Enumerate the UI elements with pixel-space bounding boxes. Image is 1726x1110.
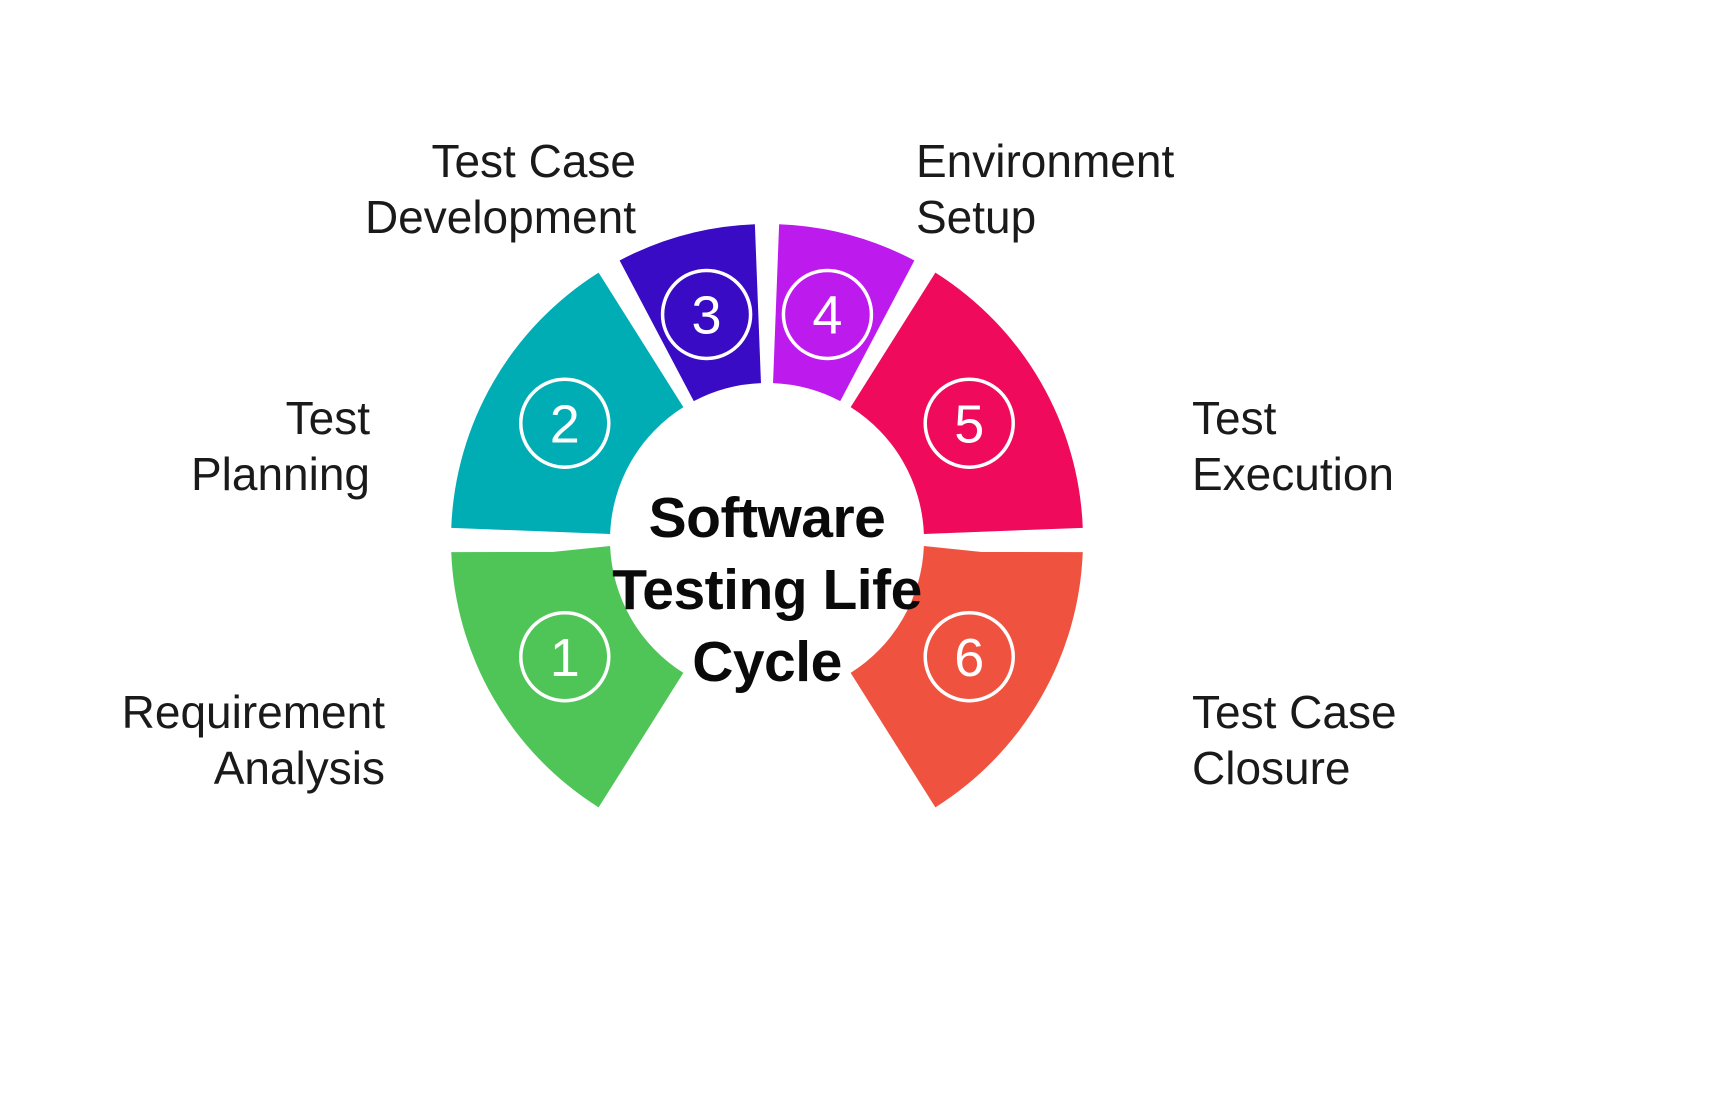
segment-6-number: 6 [954, 628, 984, 688]
segment-3-number-circle [660, 268, 753, 361]
label-environment-setup: Environment Setup [916, 135, 1175, 244]
segment-2-number-circle [519, 377, 611, 469]
segment-4-number: 4 [812, 285, 842, 345]
segment-2-test-planning[interactable]: 2 [451, 272, 684, 534]
segment-5-wedge[interactable] [850, 272, 1083, 534]
center-title: Software Testing Life Cycle [612, 486, 922, 694]
segment-6-number-circle [923, 611, 1015, 703]
segment-4-number-circle [781, 268, 874, 361]
label-test-case-closure: Test Case Closure [1192, 686, 1397, 795]
center-title-line-1: Software [649, 486, 886, 550]
segment-2-wedge[interactable] [451, 272, 684, 534]
segment-3-test-case-development[interactable]: 3 [619, 224, 761, 402]
segment-1-wedge[interactable] [451, 546, 684, 808]
segment-1-number-circle [519, 611, 611, 703]
center-title-line-3: Cycle [692, 630, 842, 694]
segment-5-test-execution[interactable]: 5 [850, 272, 1083, 534]
segment-3-wedge[interactable] [619, 224, 761, 402]
segment-1-requirement-analysis[interactable]: 1 [451, 546, 684, 808]
segment-2-number: 2 [550, 394, 580, 454]
label-test-execution: Test Execution [1192, 392, 1395, 501]
segment-5-number: 5 [954, 394, 984, 454]
label-test-planning: Test Planning [190, 392, 370, 501]
segment-6-wedge[interactable] [850, 546, 1083, 808]
segment-3-number: 3 [692, 285, 722, 345]
center-title-line-2: Testing Life [612, 558, 922, 622]
label-test-case-development: Test Case Development [364, 135, 636, 244]
label-requirement-analysis: Requirement Analysis [121, 686, 385, 795]
segment-5-number-circle [923, 377, 1015, 469]
segment-1-number: 1 [550, 628, 580, 688]
segment-4-wedge[interactable] [773, 224, 915, 402]
segment-4-environment-setup[interactable]: 4 [773, 224, 915, 402]
segment-6-test-case-closure[interactable]: 6 [850, 546, 1083, 808]
